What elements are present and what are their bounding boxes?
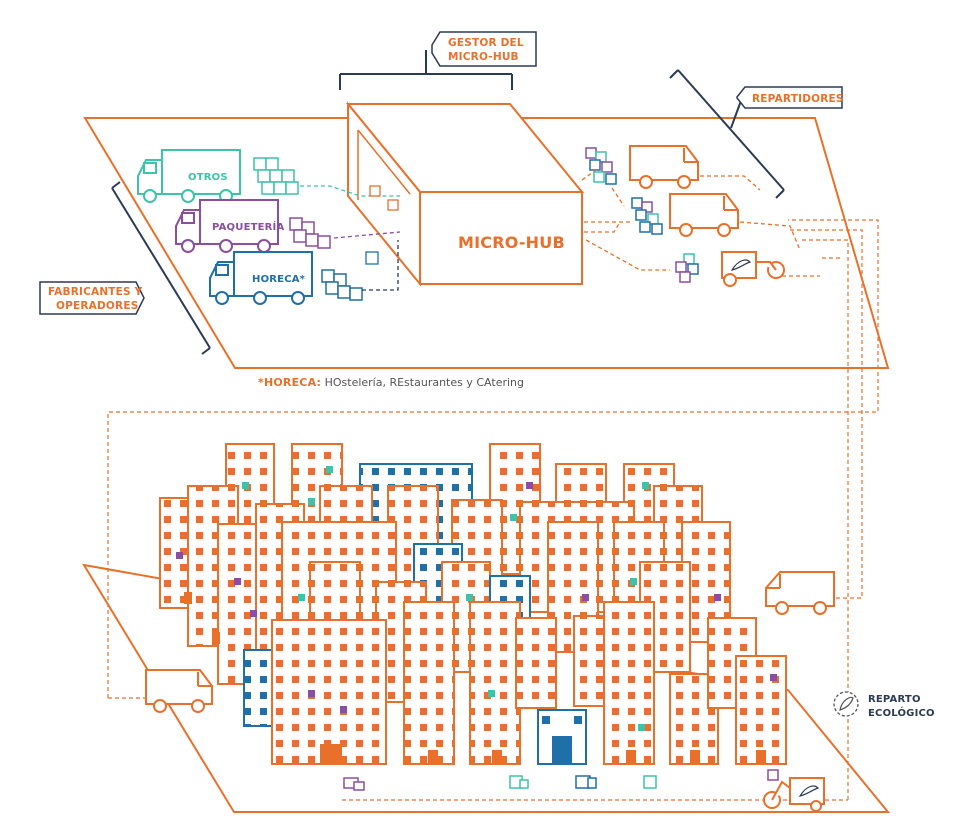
footnote-key: *HORECA: [258,376,321,389]
truck-horeca-label: HORECA* [252,274,306,285]
delivery-boxes-bottom [343,775,657,791]
micro-hub-label: MICRO-HUB [458,233,565,252]
footnote: *HORECA: HOstelería, REstaurantes y CAte… [258,376,524,389]
fabricantes-label-line1: FABRICANTES Y [48,286,143,298]
building-doors [184,592,766,764]
reparto-label-line2: ECOLÓGICO [868,706,935,719]
reparto-label-line1: REPARTO [868,694,921,705]
boxes-out-3-icon [675,253,699,283]
gestor-label-line1: GESTOR DEL [448,37,524,49]
truck-horeca-icon: HORECA* [209,251,313,305]
hub-cart-icons [365,185,399,265]
accent-windows [176,466,777,731]
boxes-purple-icon [289,217,331,249]
reparto-ecologico: REPARTO ECOLÓGICO [833,691,935,719]
top-platform [83,117,890,369]
svg-text:*HORECA: HOstelería, REstauran: *HORECA: HOstelería, REstaurantes y CAte… [258,376,524,389]
boxes-out-1-icon [585,147,617,185]
repartidores-label-box: REPARTIDORES [736,86,844,109]
cargo-bike-top-icon [721,251,785,287]
city-buildings [159,443,787,765]
leaf-icon [798,785,820,797]
micro-hub-building: MICRO-HUB [345,101,585,287]
gestor-bracket [339,50,513,90]
van-2-icon [669,193,739,237]
truck-otros-icon: OTROS [137,149,241,203]
truck-otros-label: OTROS [188,172,228,183]
city-van-right-icon [765,571,835,615]
footnote-text: HOstelería, REstaurantes y CAtering [321,376,524,389]
outbound-flows [581,169,820,277]
fabricantes-label-line2: OPERADORES [56,300,138,312]
inbound-flows [300,185,401,291]
leaf-icon [730,259,752,271]
gestor-label-line2: MICRO-HUB [448,51,519,63]
fabricantes-bracket [111,181,211,355]
truck-paqueteria-icon: PAQUETERÍA [175,199,284,253]
boxes-teal-icon [253,157,299,195]
cargo-bike-bottom-icon [763,769,825,812]
leaf-icon [839,696,854,711]
van-1-icon [629,145,699,189]
truck-paqueteria-label: PAQUETERÍA [212,220,284,233]
boxes-blue-icon [321,269,363,301]
repartidores-label: REPARTIDORES [752,93,844,105]
city-van-left-icon [145,669,213,713]
fabricantes-label-box: FABRICANTES Y OPERADORES [39,281,145,315]
boxes-out-2-icon [631,197,663,235]
gestor-label-box: GESTOR DEL MICRO-HUB [431,31,537,67]
